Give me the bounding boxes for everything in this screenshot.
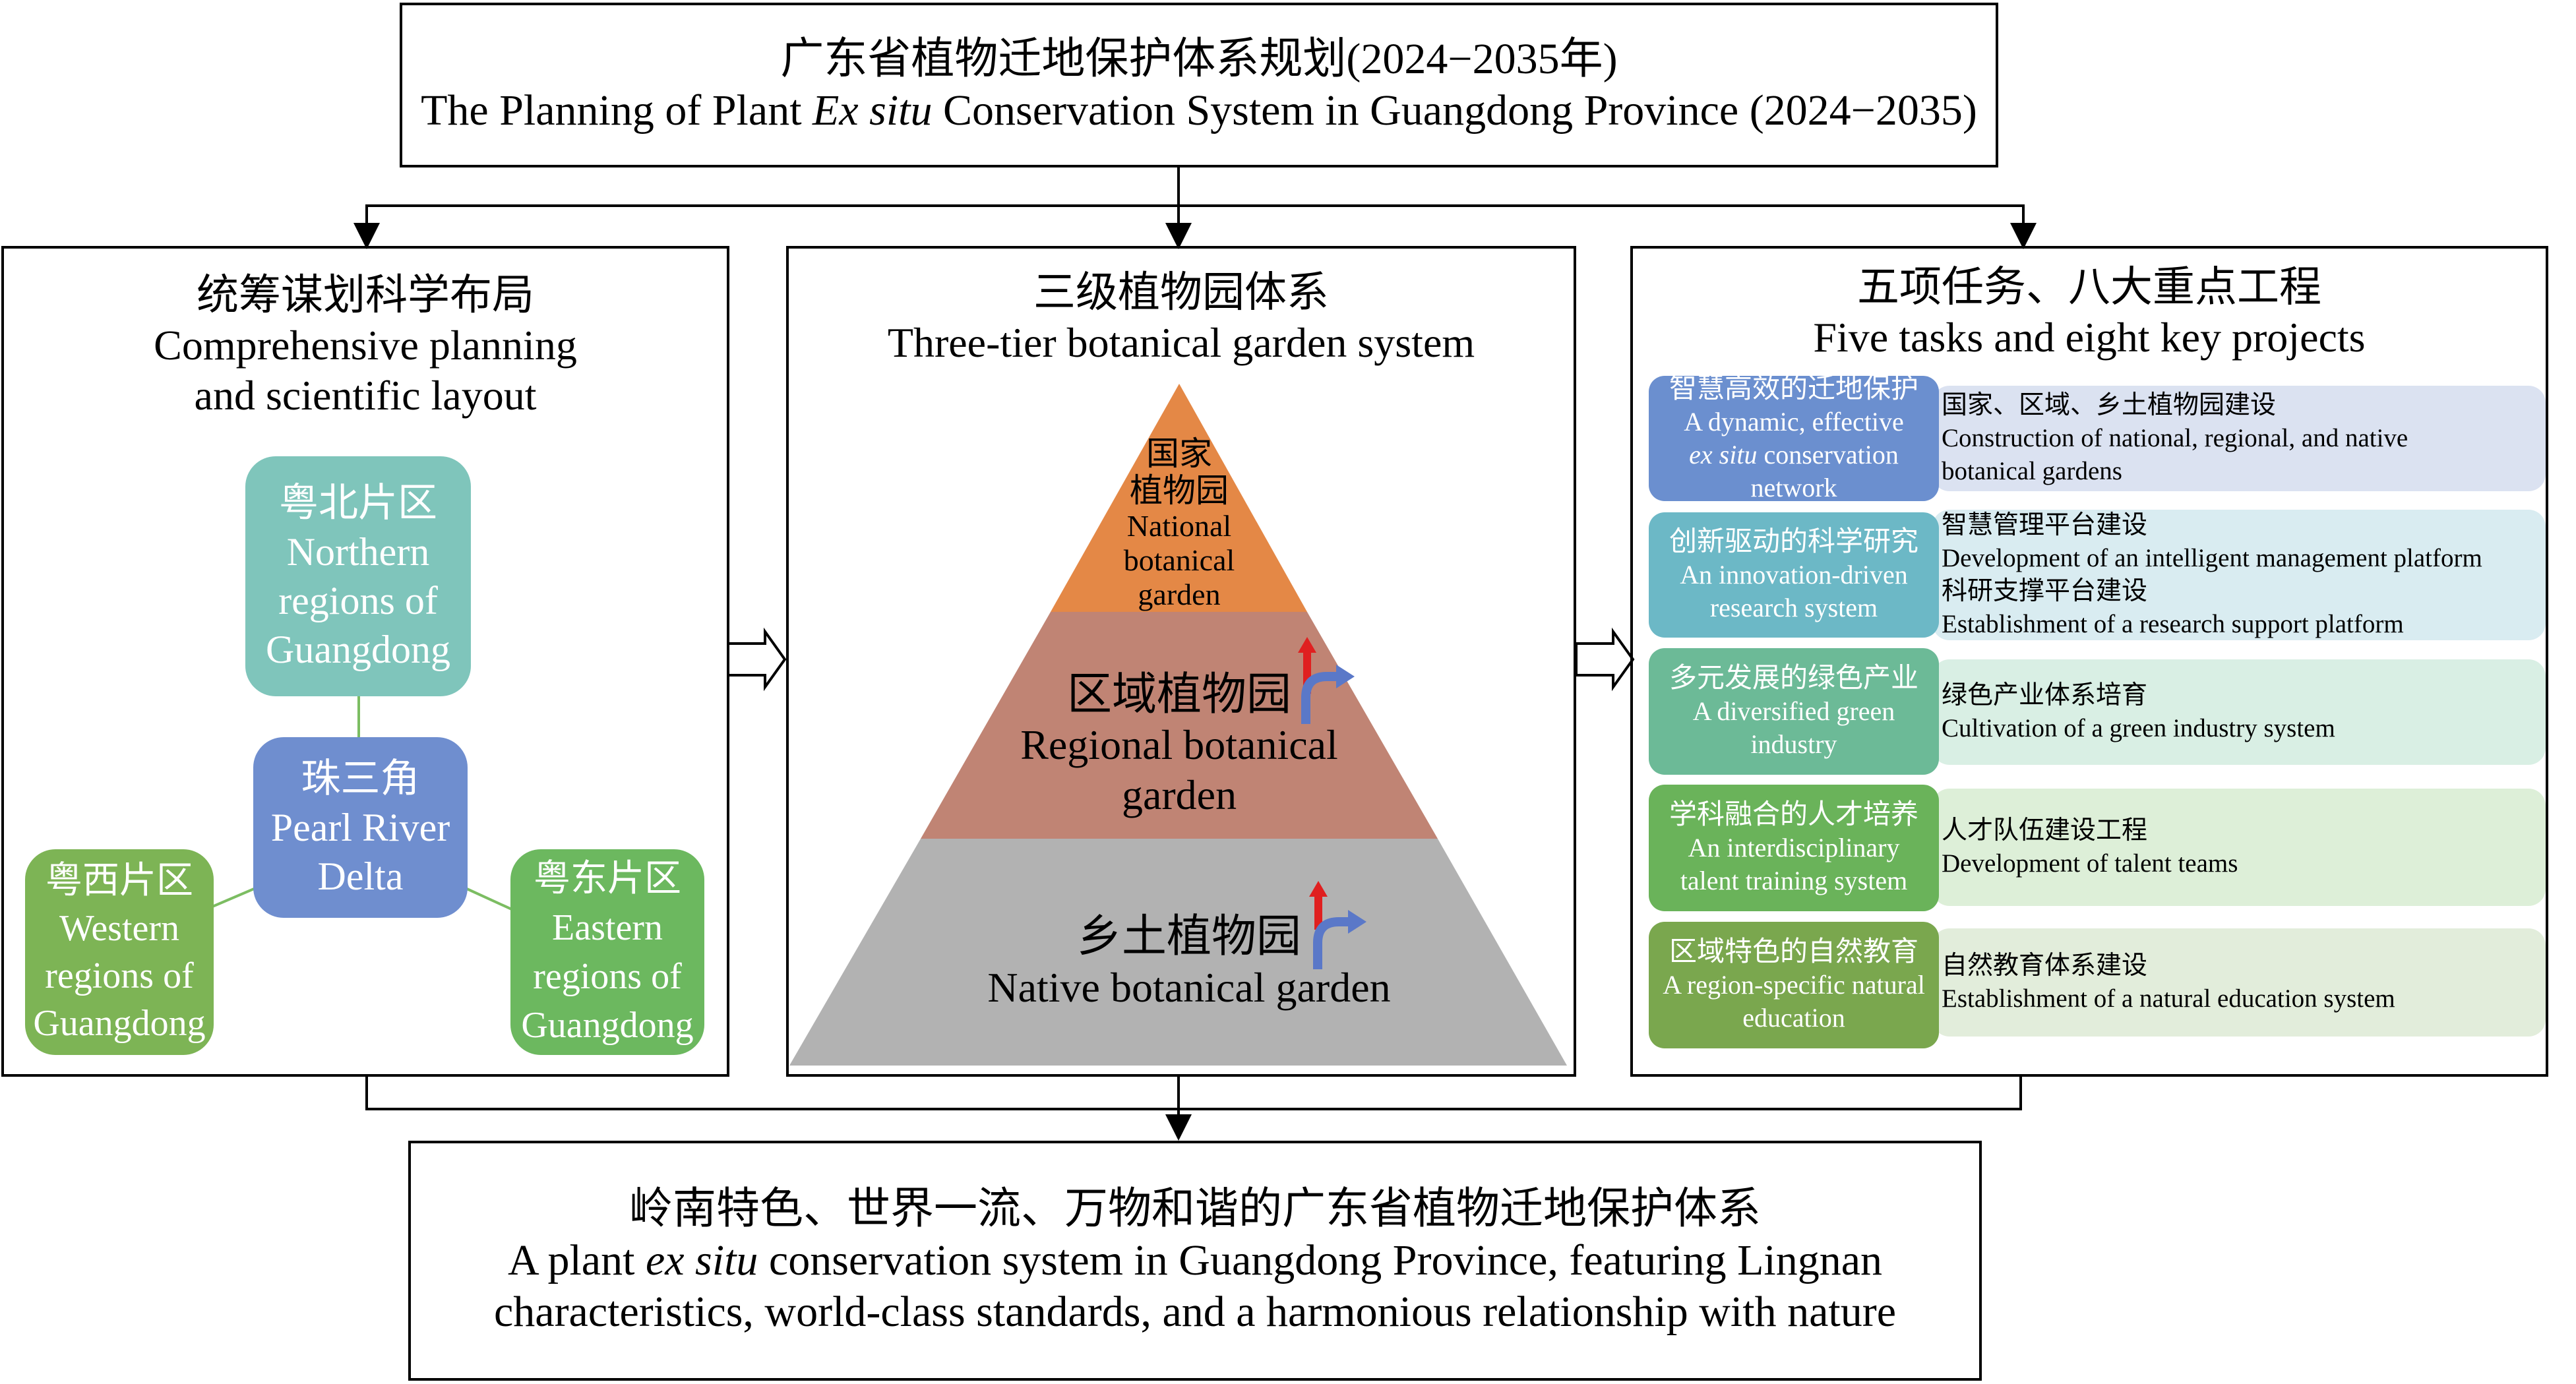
top-distribution-arrows [353, 166, 2037, 249]
connector-east-center [466, 888, 514, 911]
connector-west-center [212, 888, 255, 908]
planning-title-cn: 广东省植物迁地保护体系规划(2024−2035年) [780, 35, 1618, 83]
task-box-4: 学科融合的人才培养 An interdisciplinary talent tr… [1649, 785, 1939, 911]
project-row-3: 绿色产业体系培育 Cultivation of a green industry… [1932, 659, 2546, 765]
middle-panel-title: 三级植物园体系 Three-tier botanical garden syst… [789, 268, 1574, 368]
bottom-gather-arrows [365, 1076, 2022, 1141]
outcome-en-2: characteristics, world-class standards, … [493, 1288, 1897, 1336]
left-panel-title: 统筹谋划科学布局 Comprehensive planning and scie… [4, 270, 727, 421]
hollow-arrow-right [1575, 627, 1635, 692]
upgrade-arrow-icon-native [1309, 881, 1366, 969]
right-panel-title: 五项任务、八大重点工程 Five tasks and eight key pro… [1633, 262, 2546, 363]
pyramid-national-tier [1051, 384, 1307, 612]
planning-title-en: The Planning of Plant Ex situ Conservati… [421, 86, 1977, 135]
native-garden-label: 乡土植物园 Native botanical garden [987, 911, 1391, 1011]
region-east: 粤东片区 Eastern regions of Guangdong [510, 849, 704, 1055]
outcome-box: 岭南特色、世界一流、万物和谐的广东省植物迁地保护体系 A plant ex si… [408, 1141, 1982, 1381]
left-title-cn: 统筹谋划科学布局 [197, 272, 534, 318]
regional-garden-label: 区域植物园 Regional botanical garden [1020, 669, 1338, 818]
task-box-1: 智慧高效的迁地保护 A dynamic, effective ex situ c… [1649, 374, 1939, 502]
upgrade-arrow-icon-regional [1298, 637, 1355, 724]
middle-title-cn: 三级植物园体系 [1033, 269, 1329, 316]
outcome-en-1: A plant ex situ conservation system in G… [507, 1236, 1883, 1284]
region-west: 粤西片区 Western regions of Guangdong [25, 849, 214, 1055]
left-panel-layout [1, 246, 729, 1077]
middle-panel-garden-system [786, 246, 1576, 1077]
project-row-5: 自然教育体系建设 Establishment of a natural educ… [1932, 928, 2546, 1037]
region-north: 粤北片区 Northern regions of Guangdong [245, 456, 471, 696]
hollow-arrow-left [727, 627, 787, 692]
planning-title-box: 广东省植物迁地保护体系规划(2024−2035年) The Planning o… [400, 3, 1998, 167]
project-row-1: 国家、区域、乡土植物园建设 Construction of national, … [1932, 386, 2546, 491]
pyramid-native-tier [789, 839, 1567, 1066]
right-title-cn: 五项任务、八大重点工程 [1857, 264, 2321, 311]
middle-title-en: Three-tier botanical garden system [887, 319, 1475, 366]
national-garden-label: 国家 植物园 National botanical garden [1123, 435, 1235, 611]
task-box-2: 创新驱动的科学研究 An innovation-driven research … [1649, 512, 1939, 638]
right-panel-tasks-projects [1630, 246, 2548, 1077]
task-box-5: 区域特色的自然教育 A region-specific natural educ… [1649, 922, 1939, 1048]
outcome-cn: 岭南特色、世界一流、万物和谐的广东省植物迁地保护体系 [629, 1185, 1761, 1233]
left-title-en-2: and scientific layout [194, 372, 537, 419]
left-title-en-1: Comprehensive planning [154, 322, 577, 369]
project-row-4: 人才队伍建设工程 Development of talent teams [1932, 789, 2546, 906]
right-title-en: Five tasks and eight key projects [1813, 314, 2366, 361]
task-box-3: 多元发展的绿色产业 A diversified green industry [1649, 648, 1939, 775]
project-row-2: 智慧管理平台建设 Development of an intelligent m… [1932, 510, 2546, 640]
region-pearl-river-delta: 珠三角 Pearl River Delta [253, 737, 468, 918]
